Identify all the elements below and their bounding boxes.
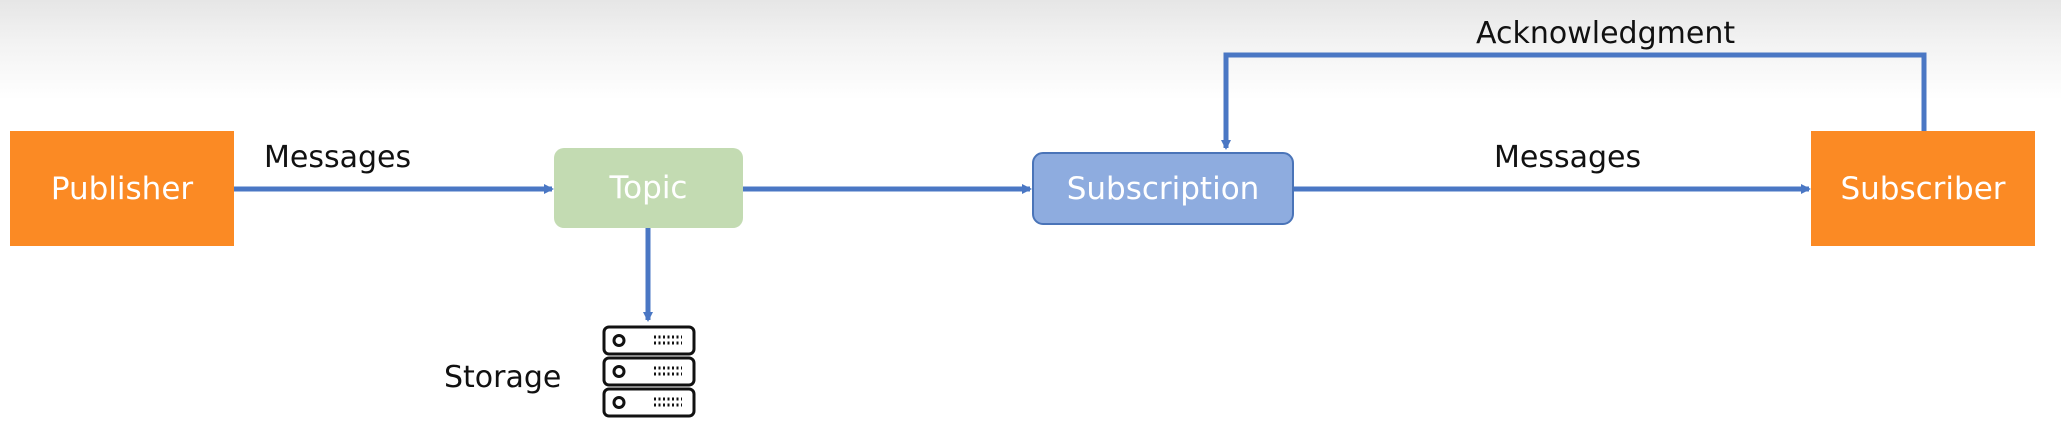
arrow-acknowledgment	[1221, 52, 1927, 150]
edge-label-publisher-messages: Messages	[264, 140, 412, 175]
edge-label-acknowledgment: Acknowledgment	[1476, 16, 1736, 51]
subscriber-node: Subscriber	[1811, 131, 2035, 246]
subscriber-label: Subscriber	[1840, 170, 2006, 207]
subscription-label: Subscription	[1066, 170, 1260, 207]
topic-label: Topic	[609, 170, 688, 206]
publisher-label: Publisher	[50, 170, 194, 207]
topic-node: Topic	[554, 148, 743, 228]
storage-label: Storage	[444, 360, 562, 395]
server-storage-icon	[602, 325, 696, 418]
edge-label-subscriber-messages: Messages	[1494, 140, 1642, 175]
publisher-node: Publisher	[10, 131, 234, 246]
subscription-node: Subscription	[1032, 152, 1294, 225]
